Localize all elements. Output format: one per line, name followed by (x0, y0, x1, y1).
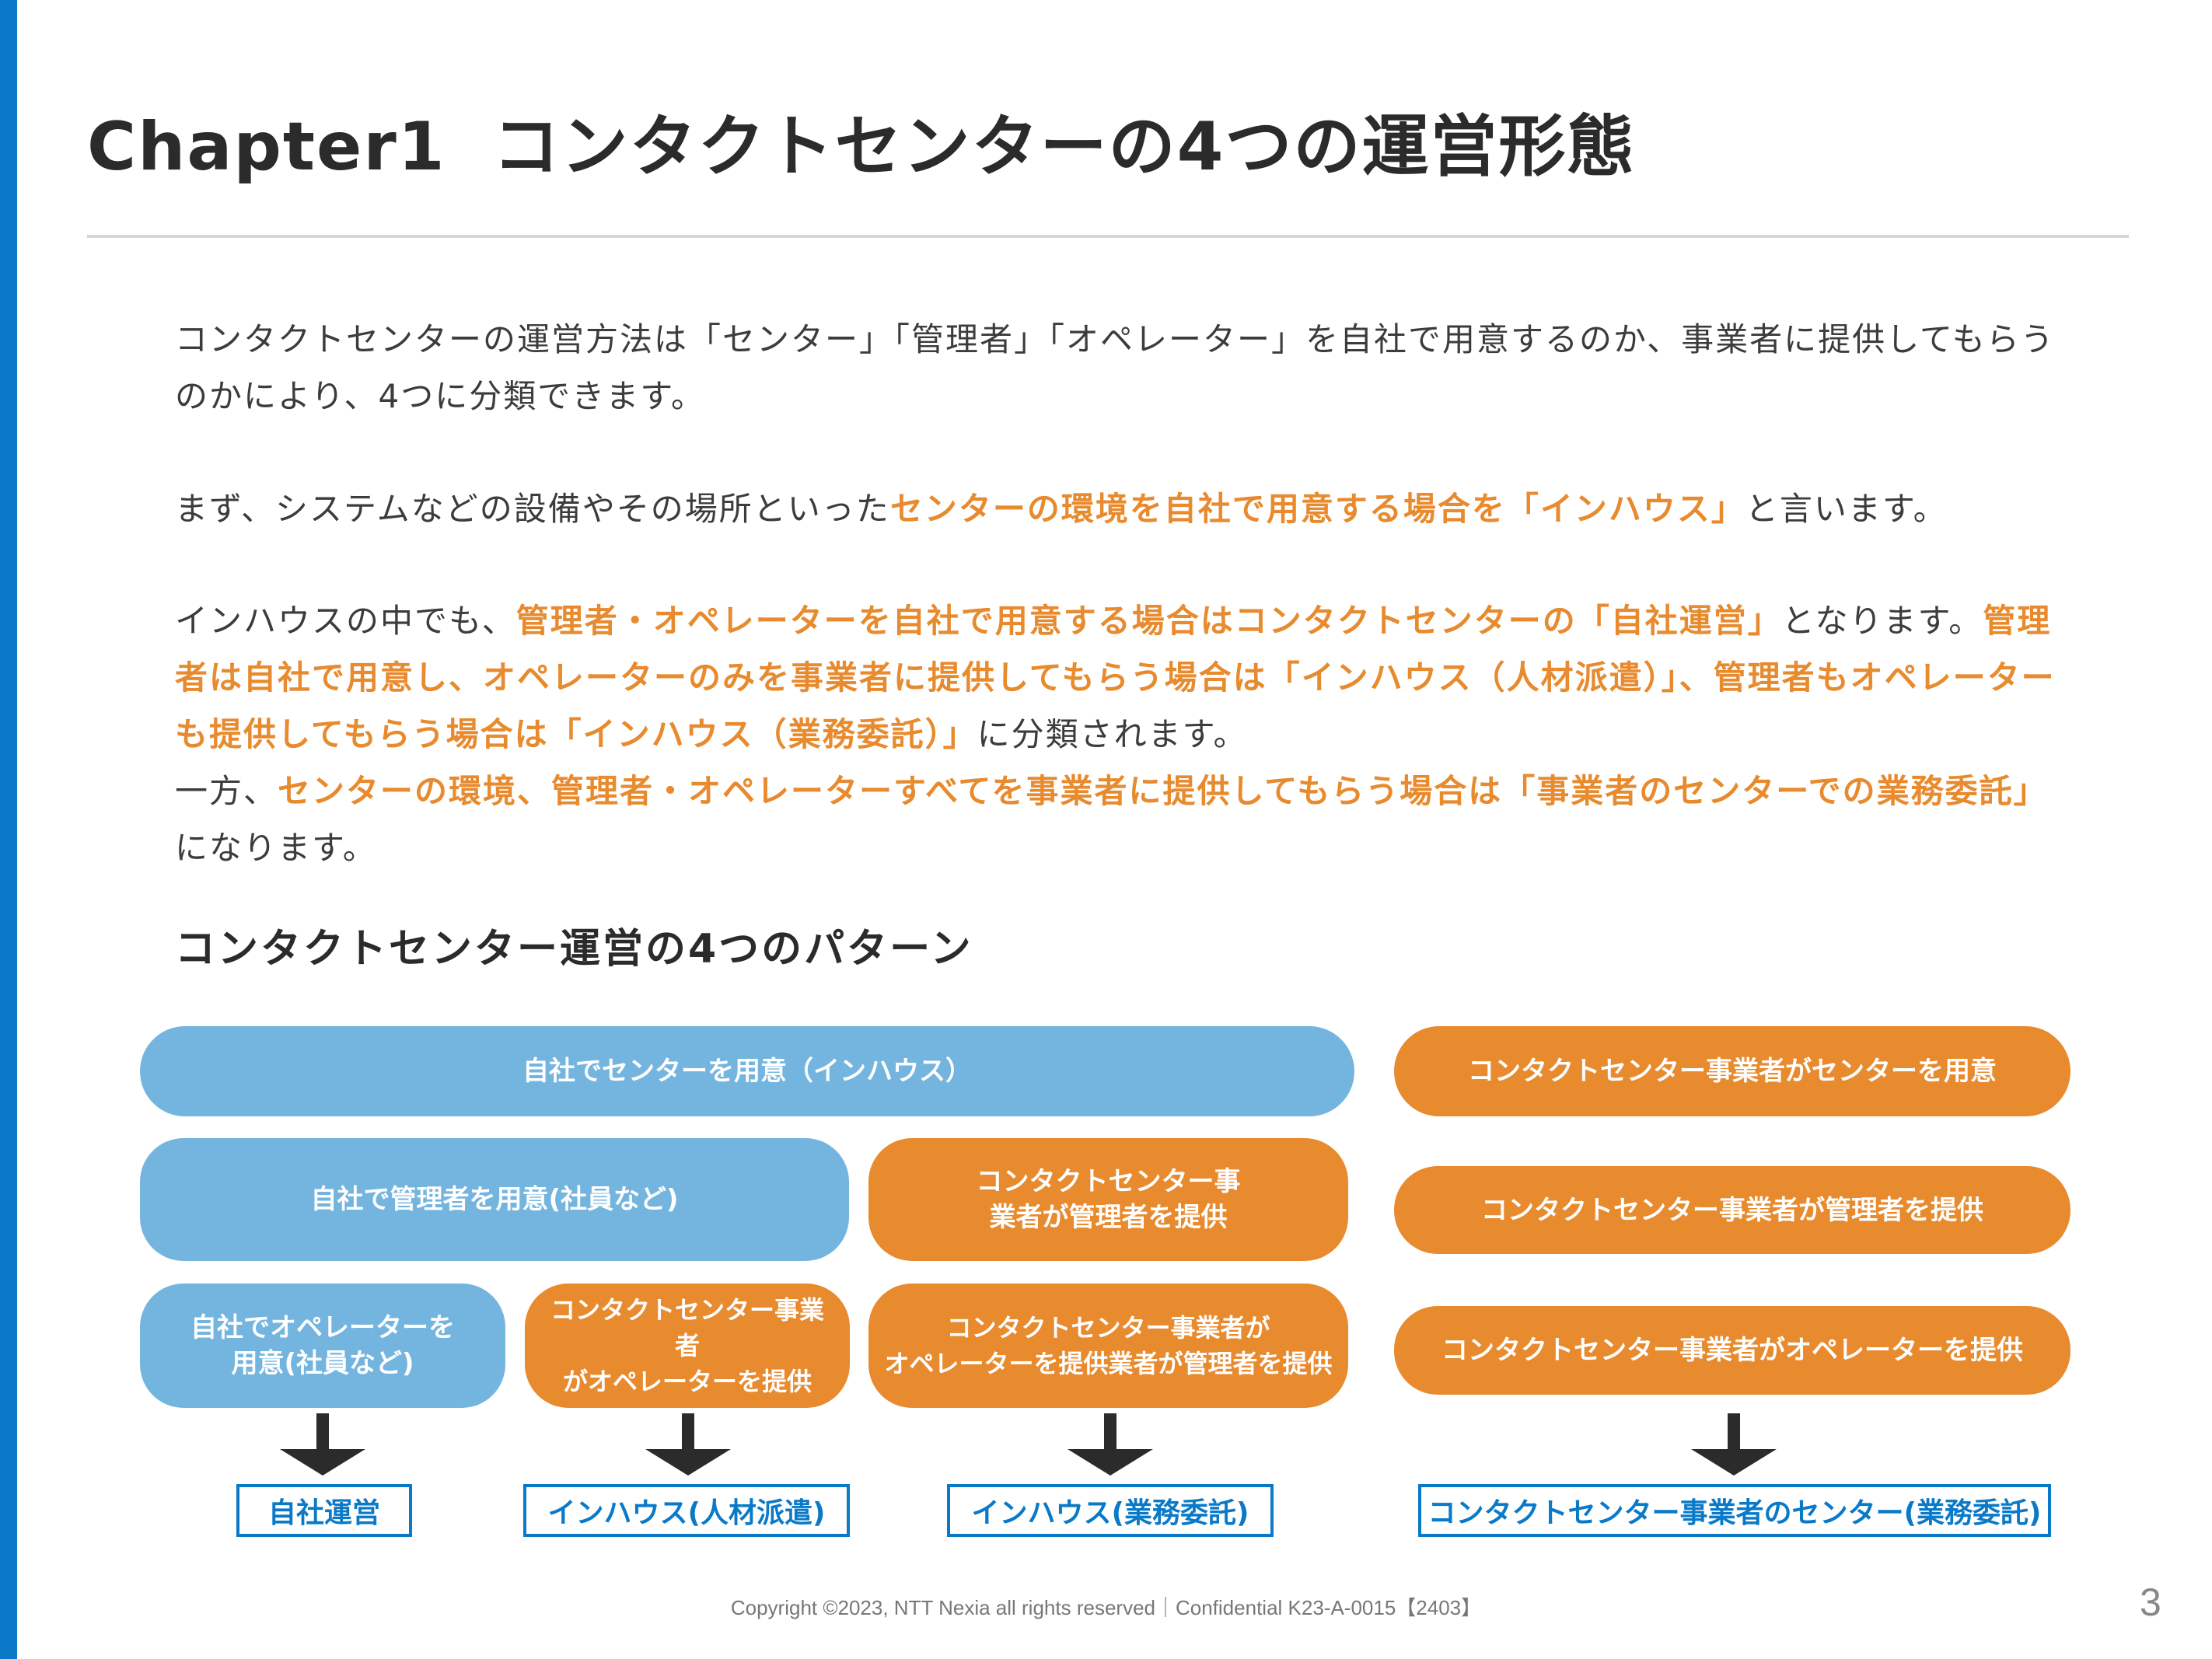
result-inhouse-staffing: インハウス(人材派遣) (523, 1484, 850, 1537)
text-span: まず、システムなどの設備やその場所といった (175, 490, 890, 528)
highlight-text: 管理者は自社で用意し、オペレーターのみを事業者に提供してもらう場合は「インハウス… (175, 602, 2056, 753)
box-label-line: 業者が管理者を提供 (989, 1202, 1228, 1233)
highlight-text: センターの環境、管理者・オペレーターすべてを事業者に提供してもらう場合は「事業者… (278, 772, 2048, 810)
box-vendor-operator-manager: コンタクトセンター事業者がオペレーターを提供業者が管理者を提供 (868, 1284, 1348, 1408)
highlight-text: 管理者・オペレーターを自社で用意する場合はコンタクトセンターの「自社運営」 (515, 602, 1782, 640)
result-self-operation: 自社運営 (236, 1484, 412, 1537)
box-vendor-manager: コンタクトセンター事業者が管理者を提供 (868, 1138, 1348, 1261)
box-label-line: コンタクトセンター事業者が (946, 1313, 1270, 1343)
down-arrow-icon (280, 1413, 365, 1476)
text-span: となります。 (1781, 602, 1983, 640)
intro-text: コンタクトセンターの運営方法は「センター」「管理者」「オペレーター」を自社で用意… (175, 320, 2055, 415)
box-vendor-operator: コンタクトセンター事業者がオペレーターを提供 (525, 1284, 850, 1408)
box-self-operator: 自社でオペレーターを用意(社員など) (140, 1284, 505, 1408)
box-label: コンタクトセンター事業者がオペレーターを提供 (540, 1292, 834, 1399)
box-vendor-manager-right: コンタクトセンター事業者が管理者を提供 (1394, 1166, 2070, 1254)
box-label-line: がオペレーターを提供 (562, 1367, 812, 1396)
text-span: 一方、 (175, 772, 278, 810)
box-label-line: コンタクトセンター事業者 (550, 1295, 824, 1360)
chapter-label: Chapter1 (87, 108, 446, 186)
result-inhouse-outsourcing: インハウス(業務委託) (947, 1484, 1274, 1537)
copyright-footer: Copyright ©2023, NTT Nexia all rights re… (730, 1596, 1482, 1619)
box-label-line: コンタクトセンター事 (976, 1166, 1241, 1197)
box-self-manager: 自社で管理者を用意(社員など) (140, 1138, 849, 1261)
chapter-title: コンタクトセンターの4つの運営形態 (492, 108, 1636, 186)
paragraph-patterns: インハウスの中でも、管理者・オペレーターを自社で用意する場合はコンタクトセンター… (175, 592, 2056, 876)
box-label: コンタクトセンター事業者が管理者を提供 (977, 1164, 1241, 1235)
page-title: Chapter1 コンタクトセンターの4つの運営形態 (87, 92, 1635, 189)
box-label: コンタクトセンター事業者がオペレーターを提供業者が管理者を提供 (884, 1310, 1332, 1381)
box-label: コンタクトセンター事業者が管理者を提供 (1481, 1194, 1983, 1226)
box-vendor-center: コンタクトセンター事業者がセンターを用意 (1394, 1026, 2070, 1116)
box-label-line: 自社でオペレーターを (190, 1312, 455, 1343)
diagram-heading: コンタクトセンター運営の4つのパターン (175, 926, 973, 973)
box-vendor-operator-right: コンタクトセンター事業者がオペレーターを提供 (1394, 1306, 2070, 1395)
text-span: と言います。 (1745, 490, 1948, 528)
box-label: 自社で管理者を用意(社員など) (310, 1184, 679, 1215)
text-span: になります。 (175, 829, 377, 867)
text-span: に分類されます。 (977, 715, 1248, 753)
down-arrow-icon (645, 1413, 731, 1476)
paragraph-inhouse: まず、システムなどの設備やその場所といったセンターの環境を自社で用意する場合を「… (175, 480, 2056, 537)
box-label: コンタクトセンター事業者がオペレーターを提供 (1441, 1335, 2023, 1366)
down-arrow-icon (1691, 1413, 1777, 1476)
box-label: コンタクトセンター事業者がセンターを用意 (1468, 1056, 1997, 1087)
box-inhouse-center: 自社でセンターを用意（インハウス） (140, 1026, 1354, 1116)
box-label: 自社でセンターを用意（インハウス） (522, 1056, 972, 1087)
text-span: インハウスの中でも、 (175, 602, 516, 640)
down-arrow-icon (1068, 1413, 1153, 1476)
result-vendor-center-outsourcing: コンタクトセンター事業者のセンター(業務委託) (1418, 1484, 2051, 1537)
box-label-line: オペレーターを提供業者が管理者を提供 (884, 1349, 1333, 1378)
box-label-line: 用意(社員など) (231, 1348, 414, 1379)
left-accent-bar (0, 0, 17, 1659)
title-divider (87, 235, 2129, 238)
highlight-text: センターの環境を自社で用意する場合を「インハウス」 (889, 490, 1745, 528)
page-number: 3 (2140, 1580, 2161, 1624)
box-label: 自社でオペレーターを用意(社員など) (190, 1310, 455, 1381)
paragraph-intro: コンタクトセンターの運営方法は「センター」「管理者」「オペレーター」を自社で用意… (175, 311, 2056, 424)
